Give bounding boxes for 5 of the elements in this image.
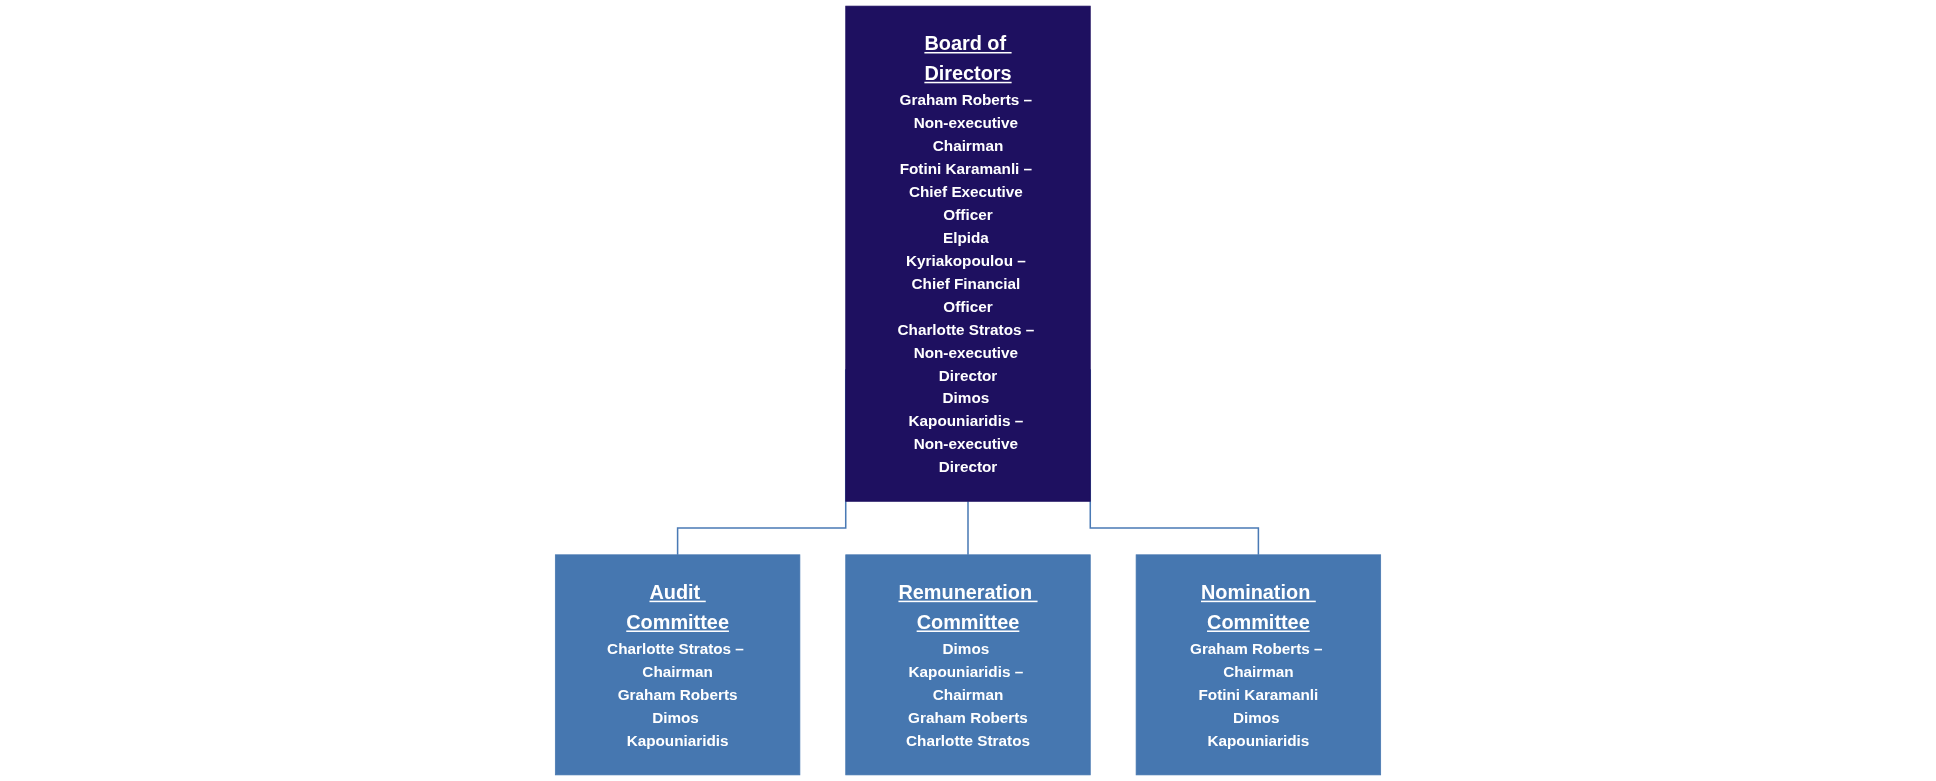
node-box: Audit Committee Charlotte Stratos – Chairman Graham Roberts Dimos Kapouniaridis (554, 554, 801, 776)
connector (967, 500, 969, 556)
node-box: Nomination Committee Graham Roberts – Chairman Fotini Karamanli Dimos Kapouniaridis (1135, 554, 1382, 776)
node-box: Remuneration Committee Dimos Kapouniaridis – Chairman Graham Roberts Charlotte Stratos (845, 554, 1091, 776)
node-box: Board of Directors Graham Roberts – Non-executive Chairman Fotini Karamanli – Chief Executive Officer Elpida Kyriakopoulou – Chief Financial Officer Charlotte Stratos – Non-executive Director Dimos Kapouniaridis – Non-executive Director (845, 5, 1091, 502)
